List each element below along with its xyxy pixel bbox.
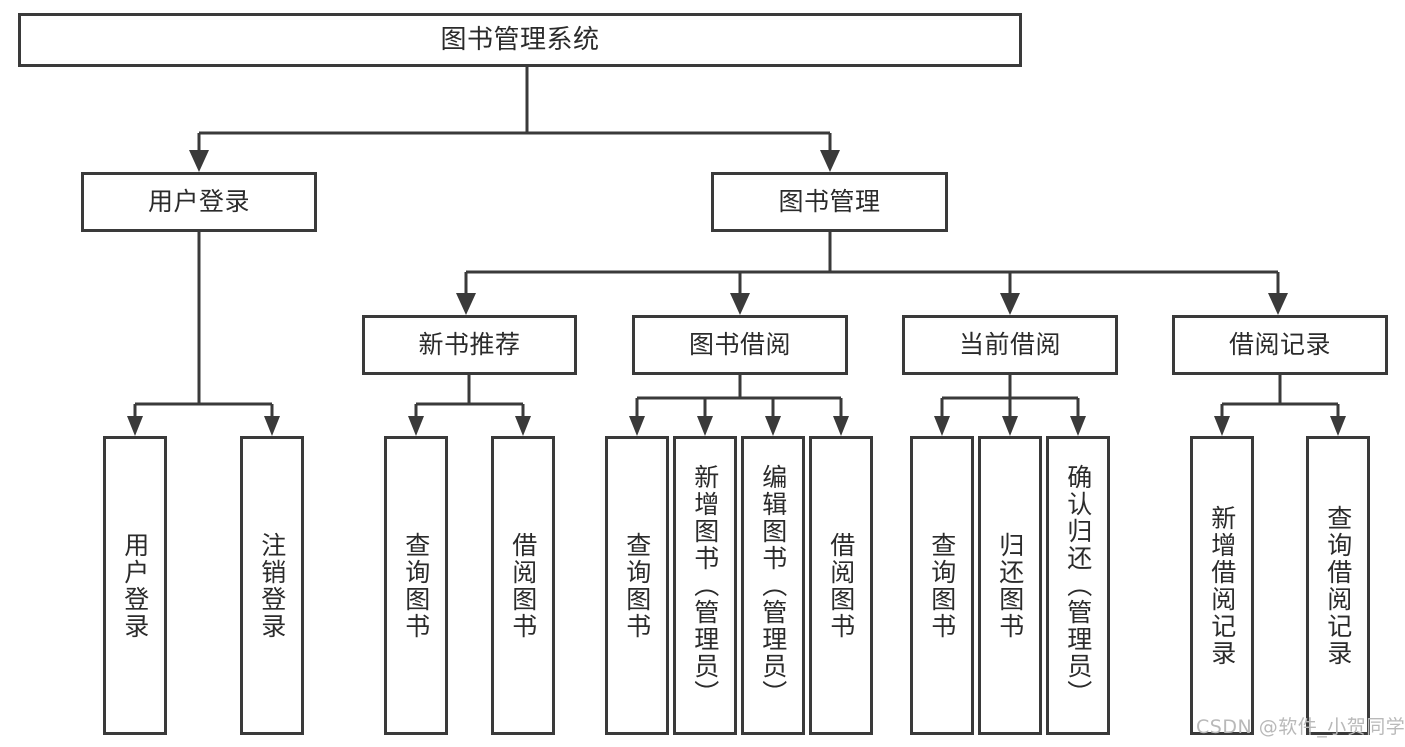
leaf-query-book-3[interactable]: 查询图书 <box>910 436 974 735</box>
node-new-book-recommend[interactable]: 新书推荐 <box>362 315 577 375</box>
leaf-query-book-3-label: 查询图书 <box>927 531 957 640</box>
node-book-management[interactable]: 图书管理 <box>711 172 948 232</box>
leaf-borrow-book-1-label: 借阅图书 <box>508 531 538 640</box>
leaf-return-book[interactable]: 归还图书 <box>978 436 1042 735</box>
node-root-label: 图书管理系统 <box>440 24 600 55</box>
leaf-logout[interactable]: 注销登录 <box>240 436 304 735</box>
leaf-query-book-1-label: 查询图书 <box>401 531 431 640</box>
leaf-query-record[interactable]: 查询借阅记录 <box>1306 436 1370 735</box>
node-user-login[interactable]: 用户登录 <box>81 172 317 232</box>
leaf-user-login[interactable]: 用户登录 <box>103 436 167 735</box>
leaf-edit-book-label: 编辑图书（管理员） <box>758 464 788 707</box>
leaf-add-record[interactable]: 新增借阅记录 <box>1190 436 1254 735</box>
watermark: CSDN @软件_小贺同学 <box>1196 716 1405 738</box>
leaf-edit-book[interactable]: 编辑图书（管理员） <box>741 436 805 735</box>
leaf-return-book-label: 归还图书 <box>995 531 1025 640</box>
node-book-borrow-label: 图书借阅 <box>688 330 791 360</box>
node-current-borrow-label: 当前借阅 <box>958 330 1061 360</box>
node-borrow-record[interactable]: 借阅记录 <box>1172 315 1388 375</box>
node-book-borrow[interactable]: 图书借阅 <box>632 315 848 375</box>
node-borrow-record-label: 借阅记录 <box>1228 330 1331 360</box>
leaf-add-book-label: 新增图书（管理员） <box>690 464 720 707</box>
node-current-borrow[interactable]: 当前借阅 <box>902 315 1118 375</box>
leaf-add-book[interactable]: 新增图书（管理员） <box>673 436 737 735</box>
leaf-add-record-label: 新增借阅记录 <box>1207 504 1237 667</box>
leaf-borrow-book-2-label: 借阅图书 <box>826 531 856 640</box>
leaf-borrow-book-1[interactable]: 借阅图书 <box>491 436 555 735</box>
leaf-confirm-return[interactable]: 确认归还（管理员） <box>1046 436 1110 735</box>
node-new-book-recommend-label: 新书推荐 <box>418 330 521 360</box>
node-user-login-label: 用户登录 <box>147 187 250 217</box>
node-book-management-label: 图书管理 <box>778 187 881 217</box>
leaf-query-book-2-label: 查询图书 <box>622 531 652 640</box>
leaf-query-record-label: 查询借阅记录 <box>1323 504 1353 667</box>
leaf-borrow-book-2[interactable]: 借阅图书 <box>809 436 873 735</box>
leaf-query-book-2[interactable]: 查询图书 <box>605 436 669 735</box>
leaf-user-login-label: 用户登录 <box>120 531 150 640</box>
leaf-query-book-1[interactable]: 查询图书 <box>384 436 448 735</box>
node-root[interactable]: 图书管理系统 <box>18 13 1022 67</box>
leaf-confirm-return-label: 确认归还（管理员） <box>1063 464 1093 707</box>
leaf-logout-label: 注销登录 <box>257 531 287 640</box>
